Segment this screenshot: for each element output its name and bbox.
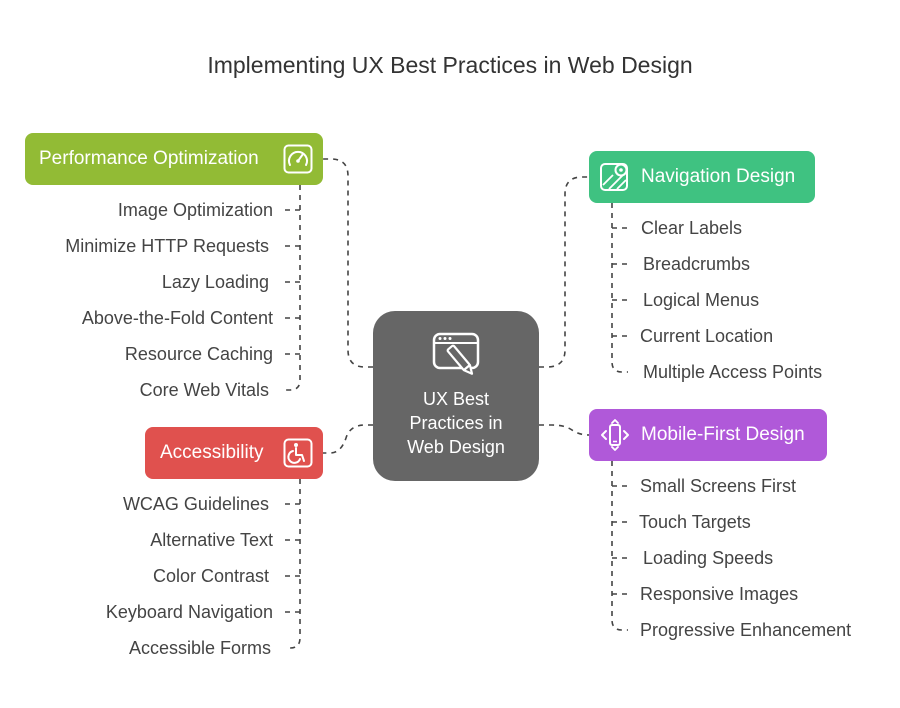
list-item: Minimize HTTP Requests — [65, 236, 269, 256]
category-accessibility: Accessibility — [145, 427, 323, 479]
tablet-pen-icon — [432, 332, 480, 375]
category-mobile-first-design: Mobile-First Design — [589, 409, 827, 461]
list-item: Responsive Images — [640, 584, 799, 604]
list-item: Loading Speeds — [643, 548, 774, 568]
category-navigation-design: Navigation Design — [589, 151, 815, 203]
wheelchair-icon — [283, 438, 313, 468]
list-item: Small Screens First — [640, 476, 797, 496]
list-item: Accessible Forms — [128, 638, 271, 658]
performance-spine — [286, 185, 301, 391]
list-item: Image Optimization — [117, 200, 273, 220]
center-label-line: Practices in — [409, 413, 503, 433]
connector-mobile — [539, 424, 590, 436]
category-performance-optimization: Performance Optimization — [25, 133, 323, 185]
list-item: Breadcrumbs — [643, 254, 751, 274]
center-label: UX Best Practices in Web Design — [383, 387, 529, 459]
list-item: WCAG Guidelines — [122, 494, 269, 514]
list-item: Keyboard Navigation — [105, 602, 273, 622]
list-item: Alternative Text — [150, 530, 273, 550]
list-item: Resource Caching — [124, 344, 273, 364]
list-item: Clear Labels — [641, 218, 743, 238]
center-label-line: UX Best — [422, 389, 490, 409]
connector-navigation — [539, 176, 589, 368]
category-label: Navigation Design — [641, 166, 796, 187]
speedometer-icon — [283, 144, 313, 174]
list-item: Above-the-Fold Content — [81, 308, 273, 328]
list-item: Color Contrast — [152, 566, 269, 586]
list-item: Multiple Access Points — [643, 362, 823, 382]
page-title: Implementing UX Best Practices in Web De… — [207, 52, 693, 78]
category-label: Mobile-First Design — [641, 424, 805, 445]
list-item: Logical Menus — [643, 290, 760, 310]
map-icon — [600, 163, 628, 191]
category-label: Accessibility — [160, 442, 264, 463]
list-item: Touch Targets — [639, 512, 751, 532]
connector-accessibility — [323, 424, 373, 454]
list-item: Core Web Vitals — [139, 380, 269, 400]
list-item: Lazy Loading — [161, 272, 269, 292]
list-item: Progressive Enhancement — [640, 620, 852, 640]
list-item: Current Location — [640, 326, 774, 346]
center-node: UX Best Practices in Web Design — [373, 311, 539, 481]
mobile-resize-icon — [601, 419, 629, 451]
center-label-line: Web Design — [407, 437, 505, 457]
category-label: Performance Optimization — [39, 148, 259, 169]
connector-performance — [323, 158, 373, 368]
